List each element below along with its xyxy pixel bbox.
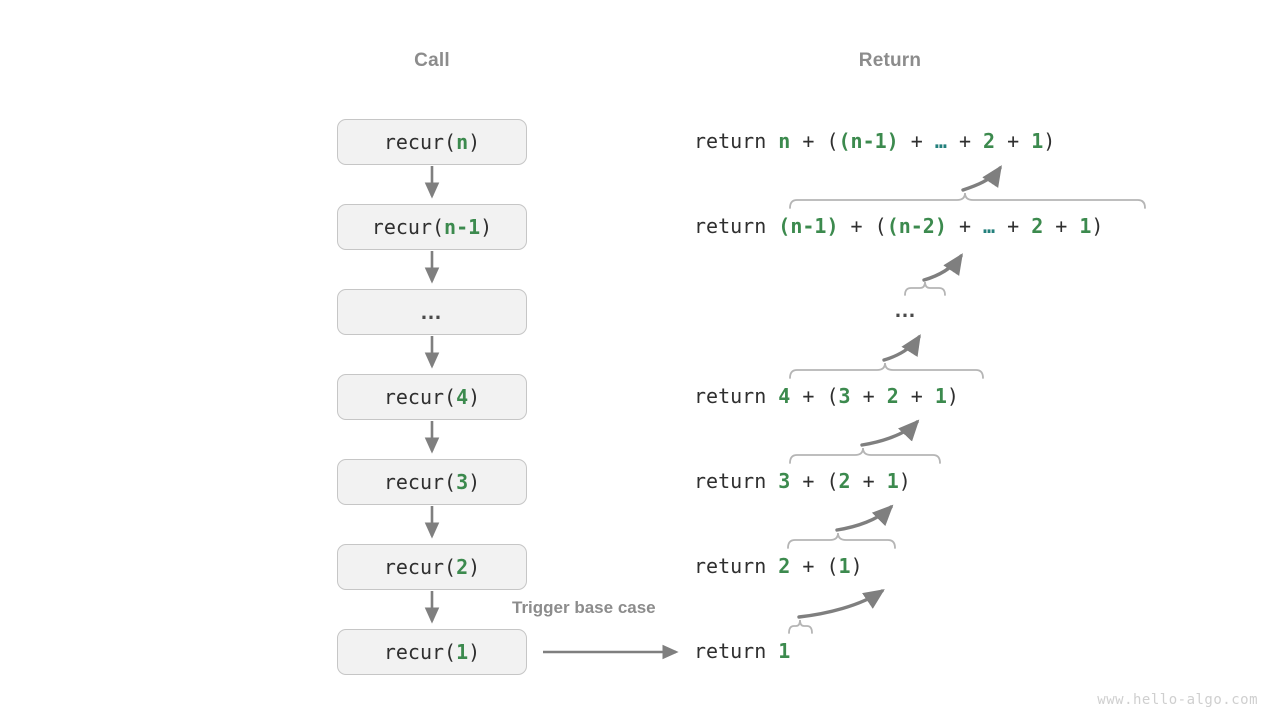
expr-token: (n-1): [838, 129, 899, 153]
call-box-suffix: ): [468, 385, 481, 409]
expr-token: + (: [790, 469, 839, 493]
expr-token: 4: [778, 384, 791, 408]
expr-token: 1: [934, 384, 947, 408]
column-header-return: Return: [858, 50, 922, 71]
watermark: www.hello-algo.com: [1097, 692, 1258, 708]
call-box-prefix: recur(: [383, 385, 457, 409]
expr-token: +: [850, 469, 887, 493]
return-line-1: return 1: [694, 641, 790, 661]
expr-token: ): [1043, 129, 1056, 153]
expr-token: return: [694, 384, 779, 408]
column-header-call: Call: [414, 50, 450, 71]
call-box-argument: 3: [456, 470, 469, 494]
expr-token: return: [694, 554, 779, 578]
call-box-prefix: recur(: [383, 640, 457, 664]
return-line-n-1: return (n-1) + ((n-2) + … + 2 + 1): [694, 216, 1103, 236]
call-box-suffix: ): [468, 555, 481, 579]
call-box-suffix: ): [480, 215, 493, 239]
expr-token: 3: [778, 469, 791, 493]
expr-token: 2: [1031, 214, 1044, 238]
expr-token: +: [995, 214, 1032, 238]
expr-token: (n-1): [778, 214, 839, 238]
expr-token: +: [995, 129, 1032, 153]
return-line-4: return 4 + (3 + 2 + 1): [694, 386, 959, 406]
expr-token: return: [694, 639, 779, 663]
call-box-argument: 4: [456, 385, 469, 409]
call-box-1[interactable]: recur(1): [337, 629, 527, 675]
expr-token: +: [850, 384, 887, 408]
return-line-3: return 3 + (2 + 1): [694, 471, 911, 491]
expr-token: n: [778, 129, 791, 153]
call-box-3[interactable]: recur(3): [337, 459, 527, 505]
call-box-argument: n-1: [444, 215, 481, 239]
call-box-label: …: [420, 299, 444, 324]
expr-token: return: [694, 469, 779, 493]
expr-token: 2: [886, 384, 899, 408]
call-box-prefix: recur(: [371, 215, 445, 239]
expr-token: 1: [838, 554, 851, 578]
call-box-argument: n: [456, 130, 469, 154]
expr-token: 1: [1031, 129, 1044, 153]
expr-token: 2: [778, 554, 791, 578]
expr-token: ): [946, 384, 959, 408]
expr-token: 1: [886, 469, 899, 493]
expr-token: + (: [838, 214, 887, 238]
expr-token: (n-2): [886, 214, 947, 238]
expr-token: +: [946, 214, 984, 238]
call-box-prefix: recur(: [383, 470, 457, 494]
expr-token: ): [898, 469, 911, 493]
expr-token: + (: [790, 384, 839, 408]
call-box-suffix: ): [468, 130, 481, 154]
expr-token: 2: [983, 129, 996, 153]
return-line-2: return 2 + (1): [694, 556, 863, 576]
call-box-2[interactable]: recur(2): [337, 544, 527, 590]
trigger-base-case-label: Trigger base case: [512, 598, 656, 617]
expr-token: 1: [1079, 214, 1092, 238]
return-line-n: return n + ((n-1) + … + 2 + 1): [694, 131, 1055, 151]
expr-token: ): [1091, 214, 1104, 238]
return-ellipsis-row: …: [894, 297, 918, 322]
call-box-n[interactable]: recur(n): [337, 119, 527, 165]
call-box-prefix: recur(: [383, 555, 457, 579]
expr-token: +: [898, 384, 935, 408]
expr-token: return: [694, 129, 779, 153]
call-box-ellipsis[interactable]: …: [337, 289, 527, 335]
expr-token: +: [1043, 214, 1080, 238]
expr-token: 1: [778, 639, 791, 663]
expr-token: …: [934, 129, 947, 153]
expr-token: return: [694, 214, 779, 238]
call-box-argument: 2: [456, 555, 469, 579]
expr-token: +: [898, 129, 935, 153]
call-box-4[interactable]: recur(4): [337, 374, 527, 420]
call-box-argument: 1: [456, 640, 469, 664]
expr-token: ): [850, 554, 863, 578]
expr-token: …: [983, 214, 996, 238]
expr-token: 2: [838, 469, 851, 493]
expr-token: 3: [838, 384, 851, 408]
expr-token: +: [946, 129, 984, 153]
call-box-n-1[interactable]: recur(n-1): [337, 204, 527, 250]
call-box-suffix: ): [468, 470, 481, 494]
expr-token: + (: [790, 129, 839, 153]
expr-token: + (: [790, 554, 839, 578]
call-box-prefix: recur(: [383, 130, 457, 154]
call-box-suffix: ): [468, 640, 481, 664]
